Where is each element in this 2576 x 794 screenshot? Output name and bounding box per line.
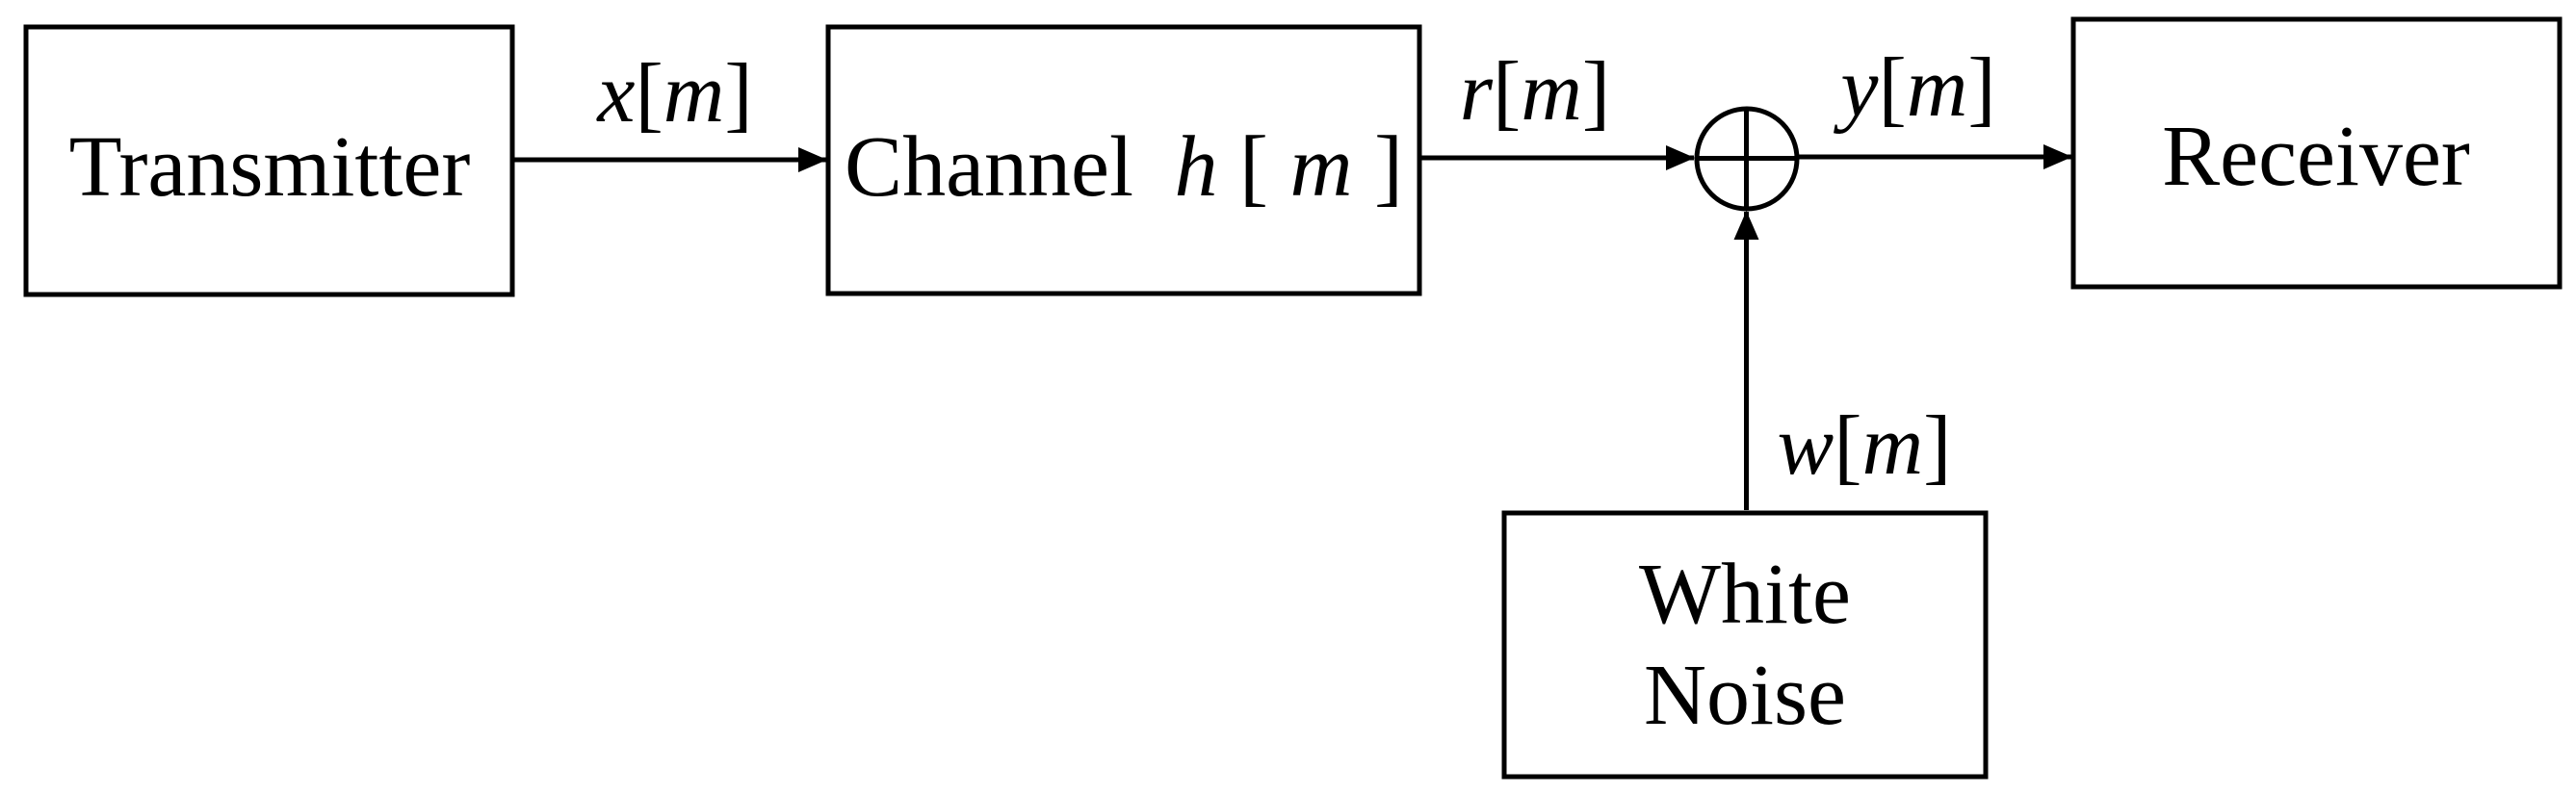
channel-label: Channel h [ m ] (845, 119, 1403, 215)
channel-block (825, 24, 1422, 296)
white-noise-label-line1: White (1639, 547, 1851, 642)
transmitter-block (23, 24, 515, 297)
signal-w-label: w[m] (1778, 399, 1952, 493)
signal-x-label: x[m] (595, 47, 752, 141)
sum-junction-icon (1694, 106, 1800, 212)
receiver-block (2070, 16, 2563, 290)
white-noise-label-line2: Noise (1644, 648, 1846, 743)
white-noise-block (1501, 510, 1989, 780)
signal-y-label: y[m] (1833, 41, 1995, 135)
receiver-label: Receiver (2162, 109, 2470, 204)
transmitter-label: Transmitter (69, 119, 471, 215)
signal-r-label: r[m] (1460, 45, 1610, 139)
